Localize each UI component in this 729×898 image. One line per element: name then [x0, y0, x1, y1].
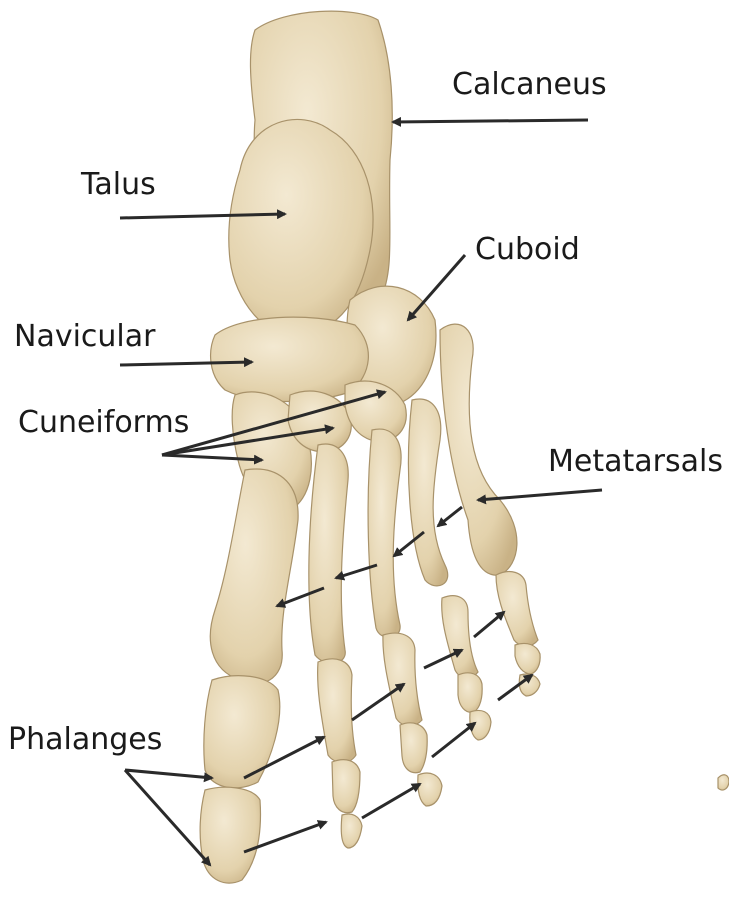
metatarsal-1	[210, 469, 298, 684]
label-phalanges: Phalanges	[8, 725, 162, 755]
phalanx-distal-3	[418, 773, 442, 806]
sesamoid-bone	[718, 775, 729, 790]
phalanx-distal-1	[200, 787, 260, 883]
phalanx-proximal-4	[442, 596, 478, 678]
label-metatarsals: Metatarsals	[548, 447, 723, 477]
arrow-cuboid	[408, 255, 465, 320]
arrow-phalanx-row1-a	[474, 612, 504, 637]
label-talus: Talus	[81, 170, 156, 200]
label-navicular: Navicular	[14, 322, 155, 352]
phalanx-middle-2	[332, 760, 360, 813]
label-cuneiforms: Cuneiforms	[18, 408, 189, 438]
metatarsal-4	[408, 399, 447, 586]
phalanx-middle-4	[458, 673, 482, 712]
arrow-phalanges-2	[125, 770, 210, 865]
label-calcaneus: Calcaneus	[452, 70, 607, 100]
phalanx-distal-2	[341, 814, 362, 848]
arrow-metatarsal-4	[438, 507, 462, 526]
arrow-metatarsal-5	[478, 490, 602, 500]
arrow-phalanx-row2-b	[432, 723, 475, 757]
label-cuboid: Cuboid	[475, 235, 580, 265]
phalanx-proximal-2	[318, 659, 356, 763]
arrow-phalanges-1	[125, 770, 212, 778]
phalanx-middle-5	[515, 643, 540, 674]
metatarsal-2	[309, 444, 348, 663]
metatarsal-5	[440, 324, 517, 575]
phalanx-proximal-1	[204, 676, 280, 788]
phalanx-middle-3	[400, 723, 427, 773]
phalanx-proximal-5	[496, 572, 538, 646]
arrow-calcaneus	[393, 120, 588, 122]
arrow-phalanx-row2-c	[362, 784, 420, 818]
phalanx-proximal-3	[383, 633, 422, 726]
metatarsal-3	[368, 429, 401, 637]
